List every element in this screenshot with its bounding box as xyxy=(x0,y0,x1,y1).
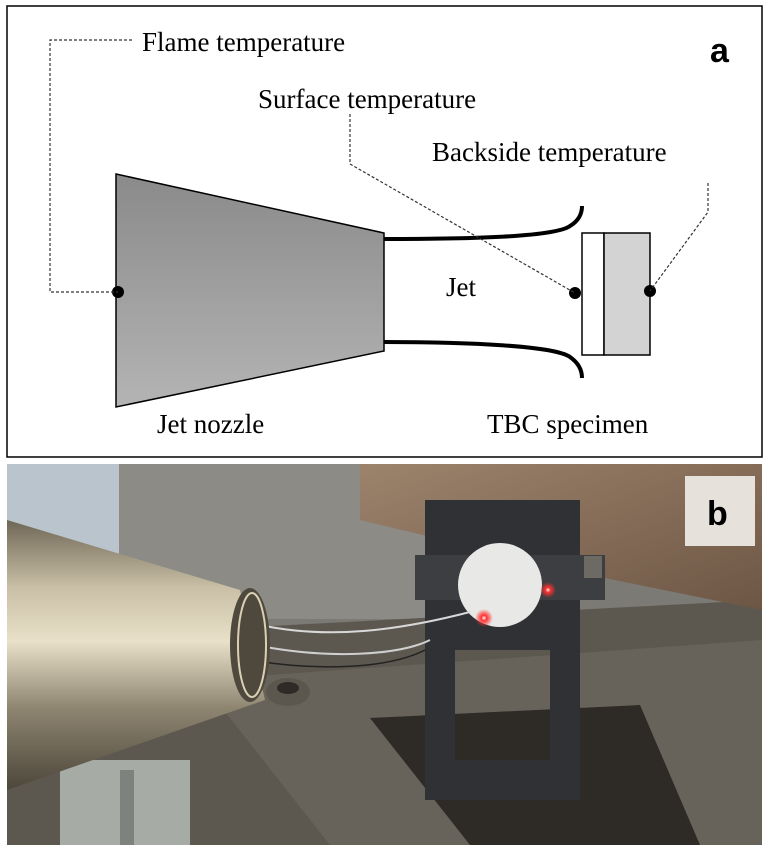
flame-temperature-label: Flame temperature xyxy=(142,27,345,57)
panel-b-letter: b xyxy=(707,495,728,533)
specimen-holder xyxy=(415,500,605,800)
nut-hole xyxy=(277,682,299,694)
surface-temperature-point xyxy=(569,287,581,299)
spring xyxy=(584,556,602,578)
panel-b-photo: b xyxy=(7,464,762,845)
jet-label: Jet xyxy=(446,272,476,302)
tbc-specimen-label: TBC specimen xyxy=(487,409,649,439)
tbc-coating-layer xyxy=(581,232,605,356)
laser-spot-back xyxy=(540,582,556,598)
laser-spot-front xyxy=(475,609,493,627)
flame-leader-line xyxy=(49,39,132,293)
thermocouple-wire-2 xyxy=(254,639,431,656)
panel-a-letter: a xyxy=(710,32,730,70)
specimen-disc xyxy=(458,543,542,627)
panel-a: Flame temperature Surface temperature Ba… xyxy=(6,5,763,458)
jet-nozzle-shape xyxy=(115,173,385,408)
aluminum-profile-slot xyxy=(120,770,134,845)
jet-nozzle-label: Jet nozzle xyxy=(157,409,264,439)
backside-temperature-label: Backside temperature xyxy=(432,137,667,167)
nozzle-rim-highlight xyxy=(237,592,267,698)
photo-jet-nozzle xyxy=(7,520,270,790)
nozzle-body xyxy=(7,520,265,790)
thermocouple-wire-3 xyxy=(249,649,426,668)
tbc-substrate xyxy=(603,232,651,356)
jet-boundary-bottom xyxy=(383,340,584,379)
jet-boundary-top xyxy=(383,205,584,241)
nozzle-mouth xyxy=(230,588,270,702)
thermocouple-wire-1 xyxy=(259,611,471,634)
panel-b-letter-box xyxy=(685,476,755,546)
surface-leader-line xyxy=(349,114,576,294)
surface-temperature-label: Surface temperature xyxy=(258,84,476,114)
